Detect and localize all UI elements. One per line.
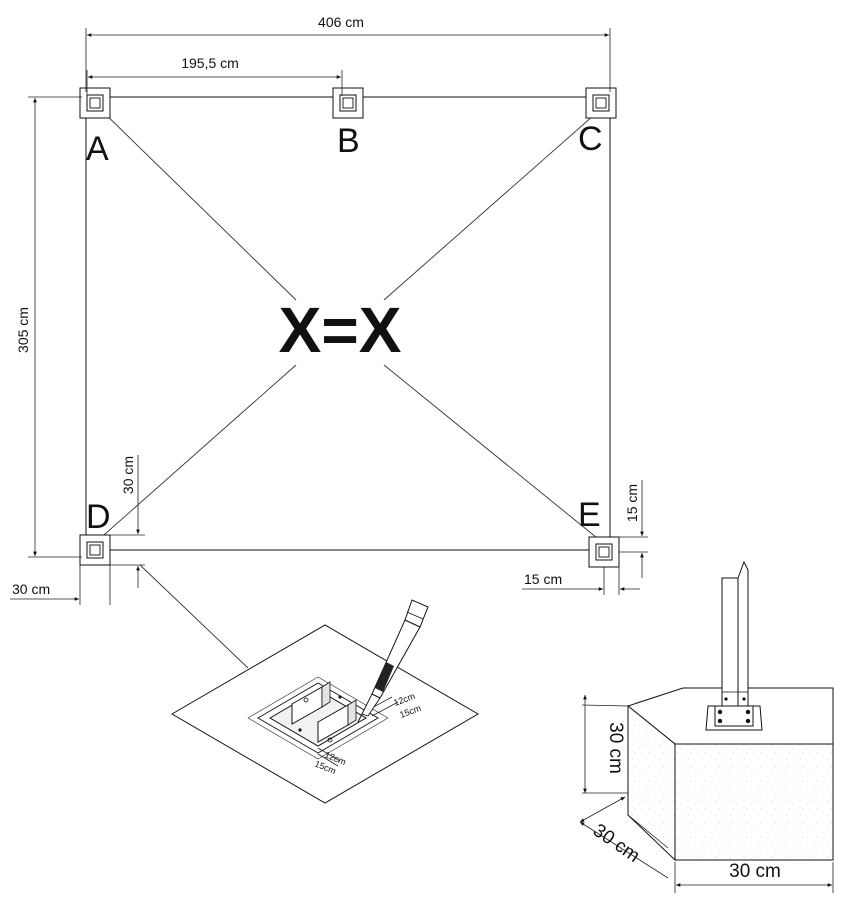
dimension-corner-horizontal: 30 cm <box>10 565 111 605</box>
dimension-corner-vertical-label: 30 cm <box>120 456 136 494</box>
dimension-edge-horizontal-label: 15 cm <box>524 571 562 587</box>
post-label-b: B <box>337 122 360 160</box>
dimension-total-width-label: 406 cm <box>318 14 364 30</box>
foundation-width-label: 30 cm <box>729 861 781 882</box>
post-c <box>585 87 617 119</box>
diagonal-lines <box>95 104 603 543</box>
dimension-total-depth-label: 305 cm <box>15 307 31 353</box>
dimension-edge-horizontal: 15 cm <box>522 567 640 595</box>
detail-leader-line <box>139 564 249 669</box>
foundation-height-label: 30 cm <box>605 722 626 774</box>
post-b <box>332 87 364 119</box>
dimension-total-width: 406 cm <box>85 14 611 92</box>
foundation-depth-label: 30 cm <box>589 820 643 867</box>
diagonal-check-label: X=X <box>279 294 402 366</box>
dimension-corner-vertical: 30 cm <box>110 455 145 588</box>
foundation-block-detail: 30 cm 30 cm 30 cm <box>579 560 834 893</box>
post-e <box>588 536 620 568</box>
dimension-edge-vertical: 15 cm <box>619 480 648 578</box>
post-label-a: A <box>86 130 109 168</box>
marker-pen-icon <box>357 599 429 723</box>
post-d <box>79 534 111 566</box>
dimension-edge-vertical-label: 15 cm <box>624 484 640 522</box>
post-a <box>79 87 111 119</box>
post-label-c: C <box>578 120 603 158</box>
post-label-e: E <box>578 496 601 534</box>
dimension-post-spacing-label: 195,5 cm <box>181 55 239 71</box>
post-label-d: D <box>86 498 111 536</box>
dimension-post-spacing: 195,5 cm <box>86 55 343 96</box>
dimension-total-depth: 305 cm <box>15 96 82 558</box>
dimension-corner-horizontal-label: 30 cm <box>12 581 50 597</box>
plate-detail: 12cm 15cm 12cm 15cm <box>171 599 479 804</box>
